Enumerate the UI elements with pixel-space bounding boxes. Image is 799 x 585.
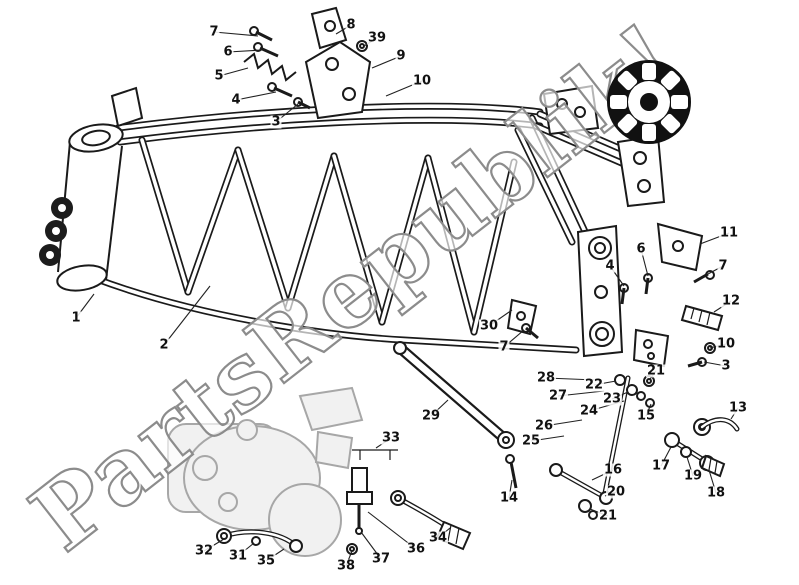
callout-number: 29: [420, 408, 442, 424]
callout-number: 39: [366, 30, 388, 46]
callout-number: 13: [727, 400, 749, 416]
callout-number: 37: [370, 551, 392, 567]
front-footpeg-bracket: [243, 6, 372, 120]
callout-leader-line: [163, 285, 211, 346]
callout-number: 25: [520, 433, 542, 449]
callout-number: 21: [645, 363, 667, 379]
callout-number: 6: [635, 241, 647, 257]
callout-leader-line: [235, 91, 277, 101]
callout-number: 27: [547, 388, 569, 404]
callout-number: 7: [208, 24, 220, 40]
callout-number: 4: [230, 92, 242, 108]
callout-number: 36: [405, 541, 427, 557]
callout-number: 38: [335, 558, 357, 574]
callout-number: 12: [720, 293, 742, 309]
callout-number: 7: [498, 339, 510, 355]
rear-plates: [542, 84, 666, 358]
callout-number: 8: [345, 17, 357, 33]
callout-number: 1: [70, 310, 82, 326]
callout-number: 32: [193, 543, 215, 559]
callout-number: 3: [270, 114, 282, 130]
callout-number: 5: [213, 68, 225, 84]
headstock: [39, 86, 144, 292]
callout-number: 3: [720, 358, 732, 374]
callout-number: 10: [715, 336, 737, 352]
callout-number: 6: [222, 44, 234, 60]
rear-footpeg-assembly: [619, 222, 740, 478]
callout-number: 24: [578, 403, 600, 419]
callout-number: 4: [604, 258, 616, 274]
callout-number: 21: [597, 508, 619, 524]
callout-leader-line: [227, 49, 263, 53]
gear-icon: [607, 60, 691, 144]
callout-number: 20: [605, 484, 627, 500]
callout-number: 18: [705, 485, 727, 501]
callout-number: 33: [380, 430, 402, 446]
callout-number: 11: [718, 225, 740, 241]
callout-number: 10: [411, 73, 433, 89]
callout-number: 22: [583, 377, 605, 393]
callout-number: 2: [158, 337, 170, 353]
callout-number: 23: [601, 391, 623, 407]
callout-number: 31: [227, 548, 249, 564]
callout-number: 16: [602, 462, 624, 478]
callout-number: 30: [478, 318, 500, 334]
callout-number: 17: [650, 458, 672, 474]
callout-number: 28: [535, 370, 557, 386]
callout-number: 35: [255, 553, 277, 569]
engine-silhouette: [167, 386, 364, 557]
shift-linkage: [505, 298, 655, 520]
callout-number: 26: [533, 418, 555, 434]
callout-number: 7: [717, 258, 729, 274]
stand-and-levers: [216, 449, 472, 555]
pivot-shaft: [393, 341, 515, 449]
callout-number: 19: [682, 468, 704, 484]
callout-number: 15: [635, 408, 657, 424]
callout-number: 14: [498, 490, 520, 506]
callout-leader-line: [213, 31, 259, 37]
callout-number: 9: [395, 48, 407, 64]
callout-number: 34: [427, 530, 449, 546]
